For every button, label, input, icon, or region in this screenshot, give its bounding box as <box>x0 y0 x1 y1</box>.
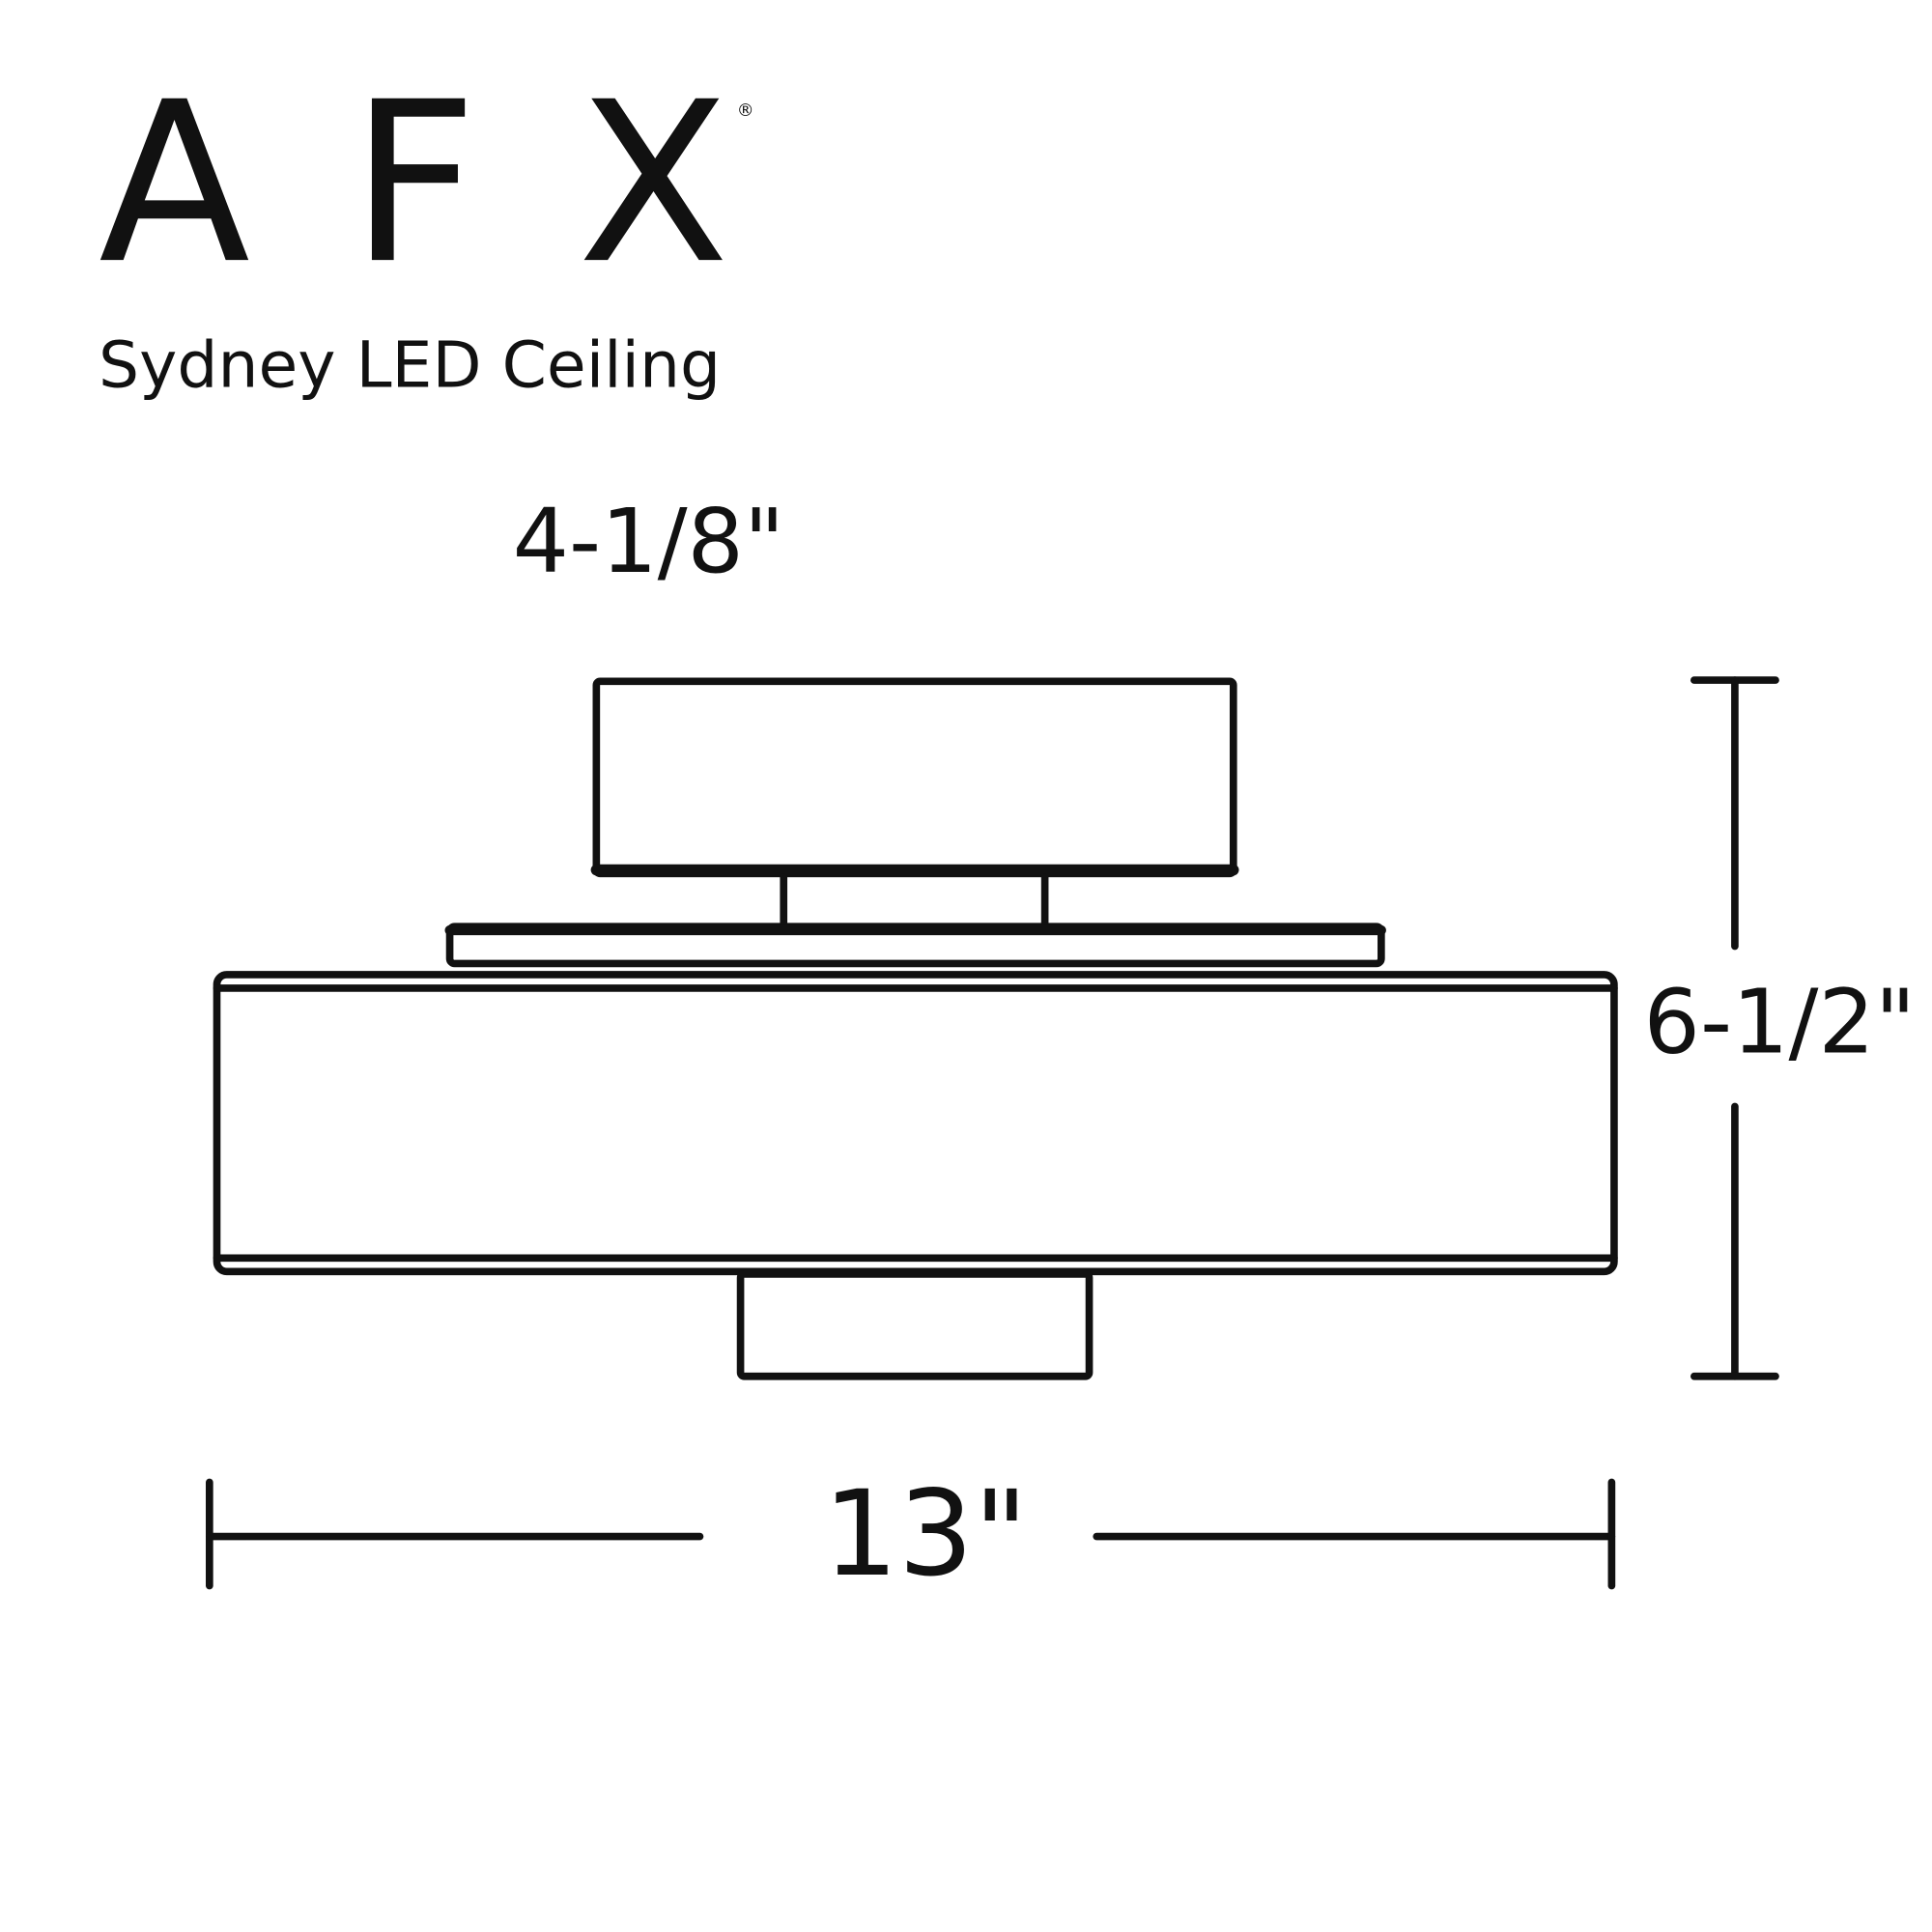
canopy <box>592 677 1237 878</box>
shade <box>213 971 1618 1276</box>
afx-logo: AFX <box>99 55 729 313</box>
width-dimension-line <box>206 1478 1616 1590</box>
product-title: Sydney LED Ceiling <box>99 327 721 403</box>
canopy-width-label: 4-1/8" <box>513 490 785 593</box>
fixture-outline <box>213 677 1618 1380</box>
height-label: 6-1/2" <box>1644 970 1917 1073</box>
diffuser <box>736 1270 1094 1380</box>
width-label: 13" <box>823 1464 1028 1603</box>
height-dimension-line <box>1690 676 1779 1380</box>
registered-mark: ® <box>737 100 754 121</box>
